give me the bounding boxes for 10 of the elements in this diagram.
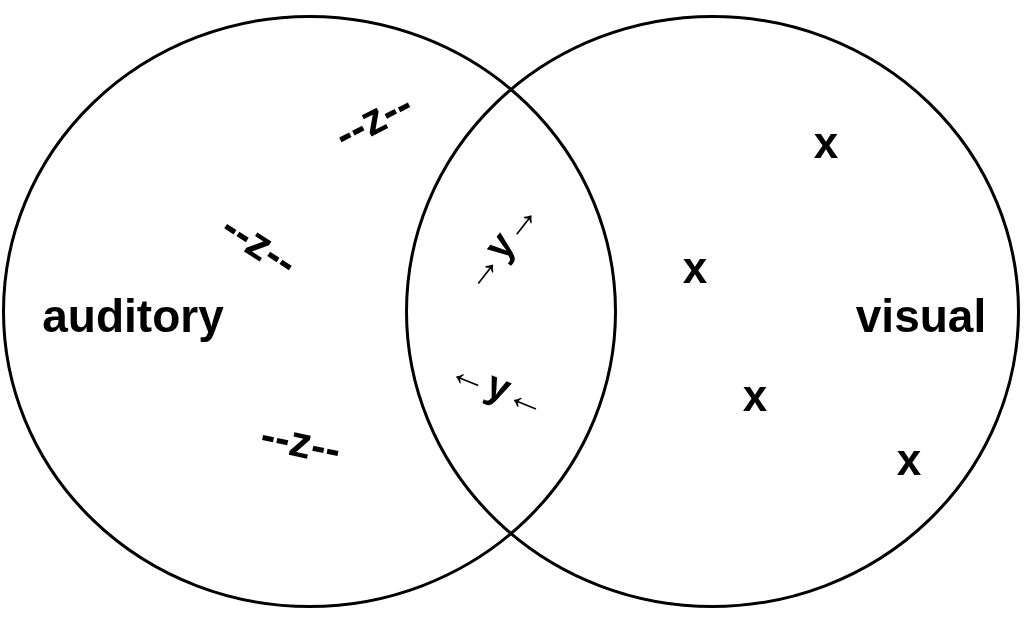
set-label: visual: [855, 293, 987, 339]
letter-label: x: [682, 246, 708, 290]
venn-circle: [1, 14, 617, 608]
dashed-letter-label: --z--: [214, 203, 306, 285]
arrow-letter-label: ←y←: [444, 348, 554, 424]
dashed-letter-label: --z--: [327, 81, 419, 157]
letter-label: x: [742, 374, 768, 418]
letter-label: x: [896, 438, 922, 482]
letter-label: x: [813, 121, 839, 165]
dashed-letter-label: --z--: [257, 412, 345, 472]
